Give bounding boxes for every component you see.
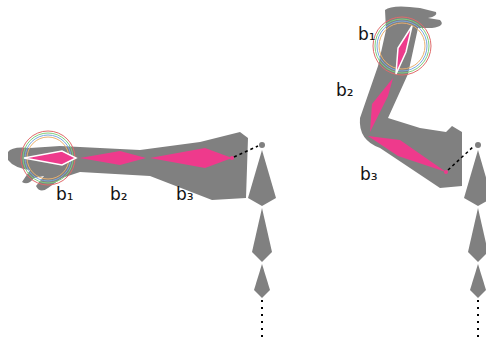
bone-label: b₂ [110,186,128,203]
spine-continuation [261,300,263,338]
left-arm [8,131,276,338]
bone-b1 [24,151,76,165]
bone-label: b₃ [176,186,194,203]
bone-label: b₁ [56,186,74,203]
shoulder-link [448,146,474,170]
right-arm [360,6,486,338]
bone-b1 [396,26,412,74]
bone-b2 [80,151,146,165]
spine-continuation [477,300,479,338]
bone-label: b₁ [358,26,376,43]
joint [230,156,234,160]
shoulder-link [234,146,258,157]
spine [464,142,486,298]
bone-b2 [370,78,393,132]
bone-label: b₂ [336,82,354,99]
spine [248,142,276,298]
bone-b3 [368,136,446,172]
joint-circles [21,131,75,185]
arm-silhouette [8,132,248,200]
bone-label: b₃ [360,166,378,183]
joint-circles [373,17,431,75]
bone-b3 [150,148,232,168]
joint [444,170,448,174]
